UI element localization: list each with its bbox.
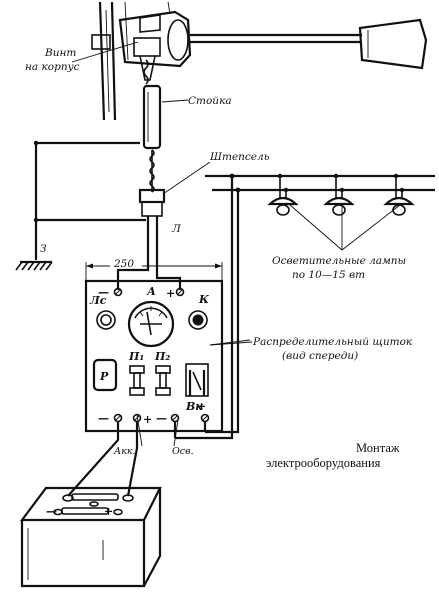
fuse2-symbol: П₂ xyxy=(154,350,170,363)
battery-wire-label: Акк. xyxy=(113,446,136,457)
lamps-label-1: Осветительные лампы xyxy=(272,255,406,267)
bottom-left-minus-mark: — xyxy=(98,412,109,425)
screw-label-1: Винт xyxy=(44,47,76,59)
plug-label: Штепсель xyxy=(209,151,270,163)
screw-label-2: на корпус xyxy=(25,61,80,73)
bottom-right-minus-mark: — xyxy=(156,412,167,425)
wire-l-label: Л xyxy=(171,223,181,235)
battery-minus-mark: — xyxy=(46,505,57,518)
battery-plus-mark: + xyxy=(104,505,113,518)
top-minus-mark: — xyxy=(98,286,109,299)
fuse1-symbol: П₁ xyxy=(128,350,144,363)
post-label: Стойка xyxy=(188,95,232,107)
light-wire-label: Осв. xyxy=(172,446,194,457)
ground-label: З xyxy=(40,243,47,255)
leader-lines xyxy=(71,41,401,447)
post xyxy=(142,84,162,193)
bottom-right-plus-mark: + xyxy=(197,400,206,413)
lamp-control-symbol: Лс xyxy=(89,294,107,307)
fuse-2 xyxy=(155,365,171,396)
generator-assembly xyxy=(91,1,428,121)
plug xyxy=(138,188,166,228)
lamps-label-2: по 10—15 вт xyxy=(292,269,365,281)
top-plus-mark: + xyxy=(166,287,175,300)
lamp-2 xyxy=(323,173,355,216)
relay-symbol: Р xyxy=(99,370,109,383)
panel-label-2: (вид спереди) xyxy=(282,350,358,362)
ground-wiring xyxy=(15,140,146,271)
switch-symbol: Вк xyxy=(185,400,203,413)
panel-label-1: Распределительный щиток xyxy=(252,336,413,348)
caption-line-1: Монтаж xyxy=(356,441,400,455)
dimension xyxy=(85,262,223,282)
distribution-panel xyxy=(84,279,224,438)
lamp-3 xyxy=(383,173,415,216)
lighting-line xyxy=(175,173,435,440)
lamp-1 xyxy=(267,173,299,216)
bottom-mid-plus-mark: + xyxy=(143,413,152,426)
switch xyxy=(185,363,209,397)
caption-line-2: электрооборудования xyxy=(266,456,381,470)
panel-leader xyxy=(209,341,253,346)
fuse-1 xyxy=(129,365,145,396)
battery xyxy=(19,486,162,588)
battery-wires xyxy=(67,421,139,497)
dimension-label: 250 xyxy=(113,258,134,270)
button-symbol: К xyxy=(198,293,210,306)
ammeter-symbol: А xyxy=(146,285,156,298)
